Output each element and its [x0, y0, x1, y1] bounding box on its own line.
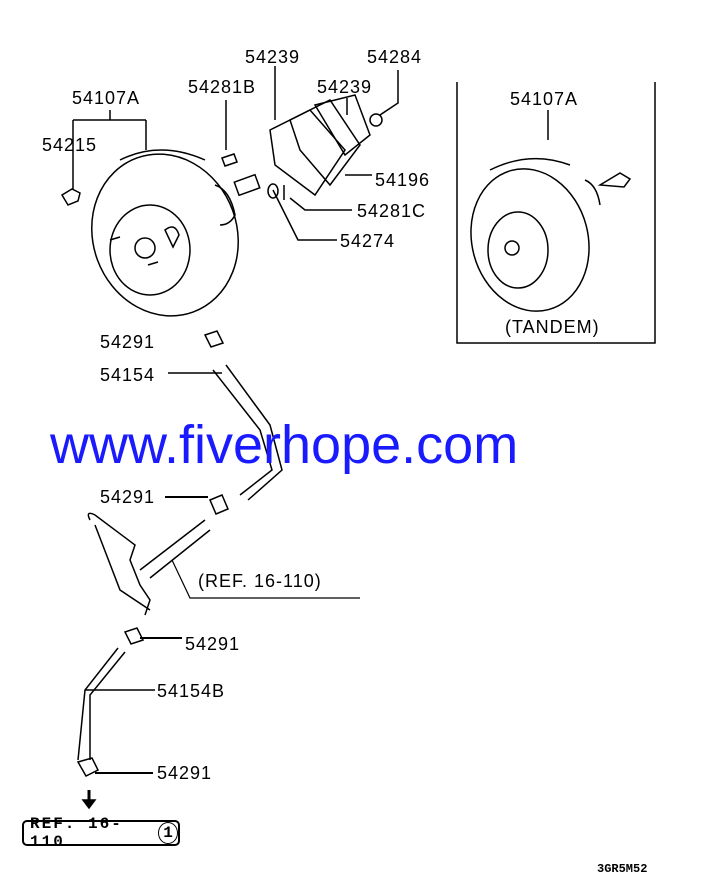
part-label-54281C: 54281C: [357, 201, 427, 221]
part-label-54239: 54239: [245, 47, 301, 67]
part-label-54107A: 54107A: [72, 88, 141, 108]
part-label-54291: 54291: [100, 332, 156, 352]
part-label-54291-c: 54291: [185, 634, 241, 654]
reference-label: (REF. 16-110): [198, 571, 322, 591]
part-label-54274: 54274: [340, 231, 396, 251]
reference-box-text: REF. 16-110: [30, 815, 123, 851]
part-label-54239-second: 54239: [317, 77, 373, 97]
diagram-code: 3GR5M52: [597, 862, 648, 876]
part-label-54154: 54154: [100, 365, 156, 385]
tandem-booster: [456, 82, 656, 344]
watermark: www.fiverhope.com: [50, 415, 519, 475]
part-label-54154B: 54154B: [157, 681, 226, 701]
gasket-assembly: [221, 94, 383, 200]
leader-lines: [72, 66, 399, 774]
part-label-54284: 54284: [367, 47, 423, 67]
part-label-54291-b: 54291: [100, 487, 156, 507]
part-label-54215: 54215: [42, 135, 98, 155]
reference-circled-number: 1: [158, 822, 178, 844]
part-label-54107A-tandem: 54107A: [510, 89, 579, 109]
part-label-54291-d: 54291: [157, 763, 213, 783]
part-label-54196: 54196: [375, 170, 431, 190]
part-label-54281B: 54281B: [188, 77, 257, 97]
vacuum-hoses: [76, 330, 283, 810]
reference-box: REF. 16-110 1: [22, 815, 180, 851]
brake-booster-left: [60, 149, 261, 317]
tandem-caption: (TANDEM): [505, 317, 600, 337]
